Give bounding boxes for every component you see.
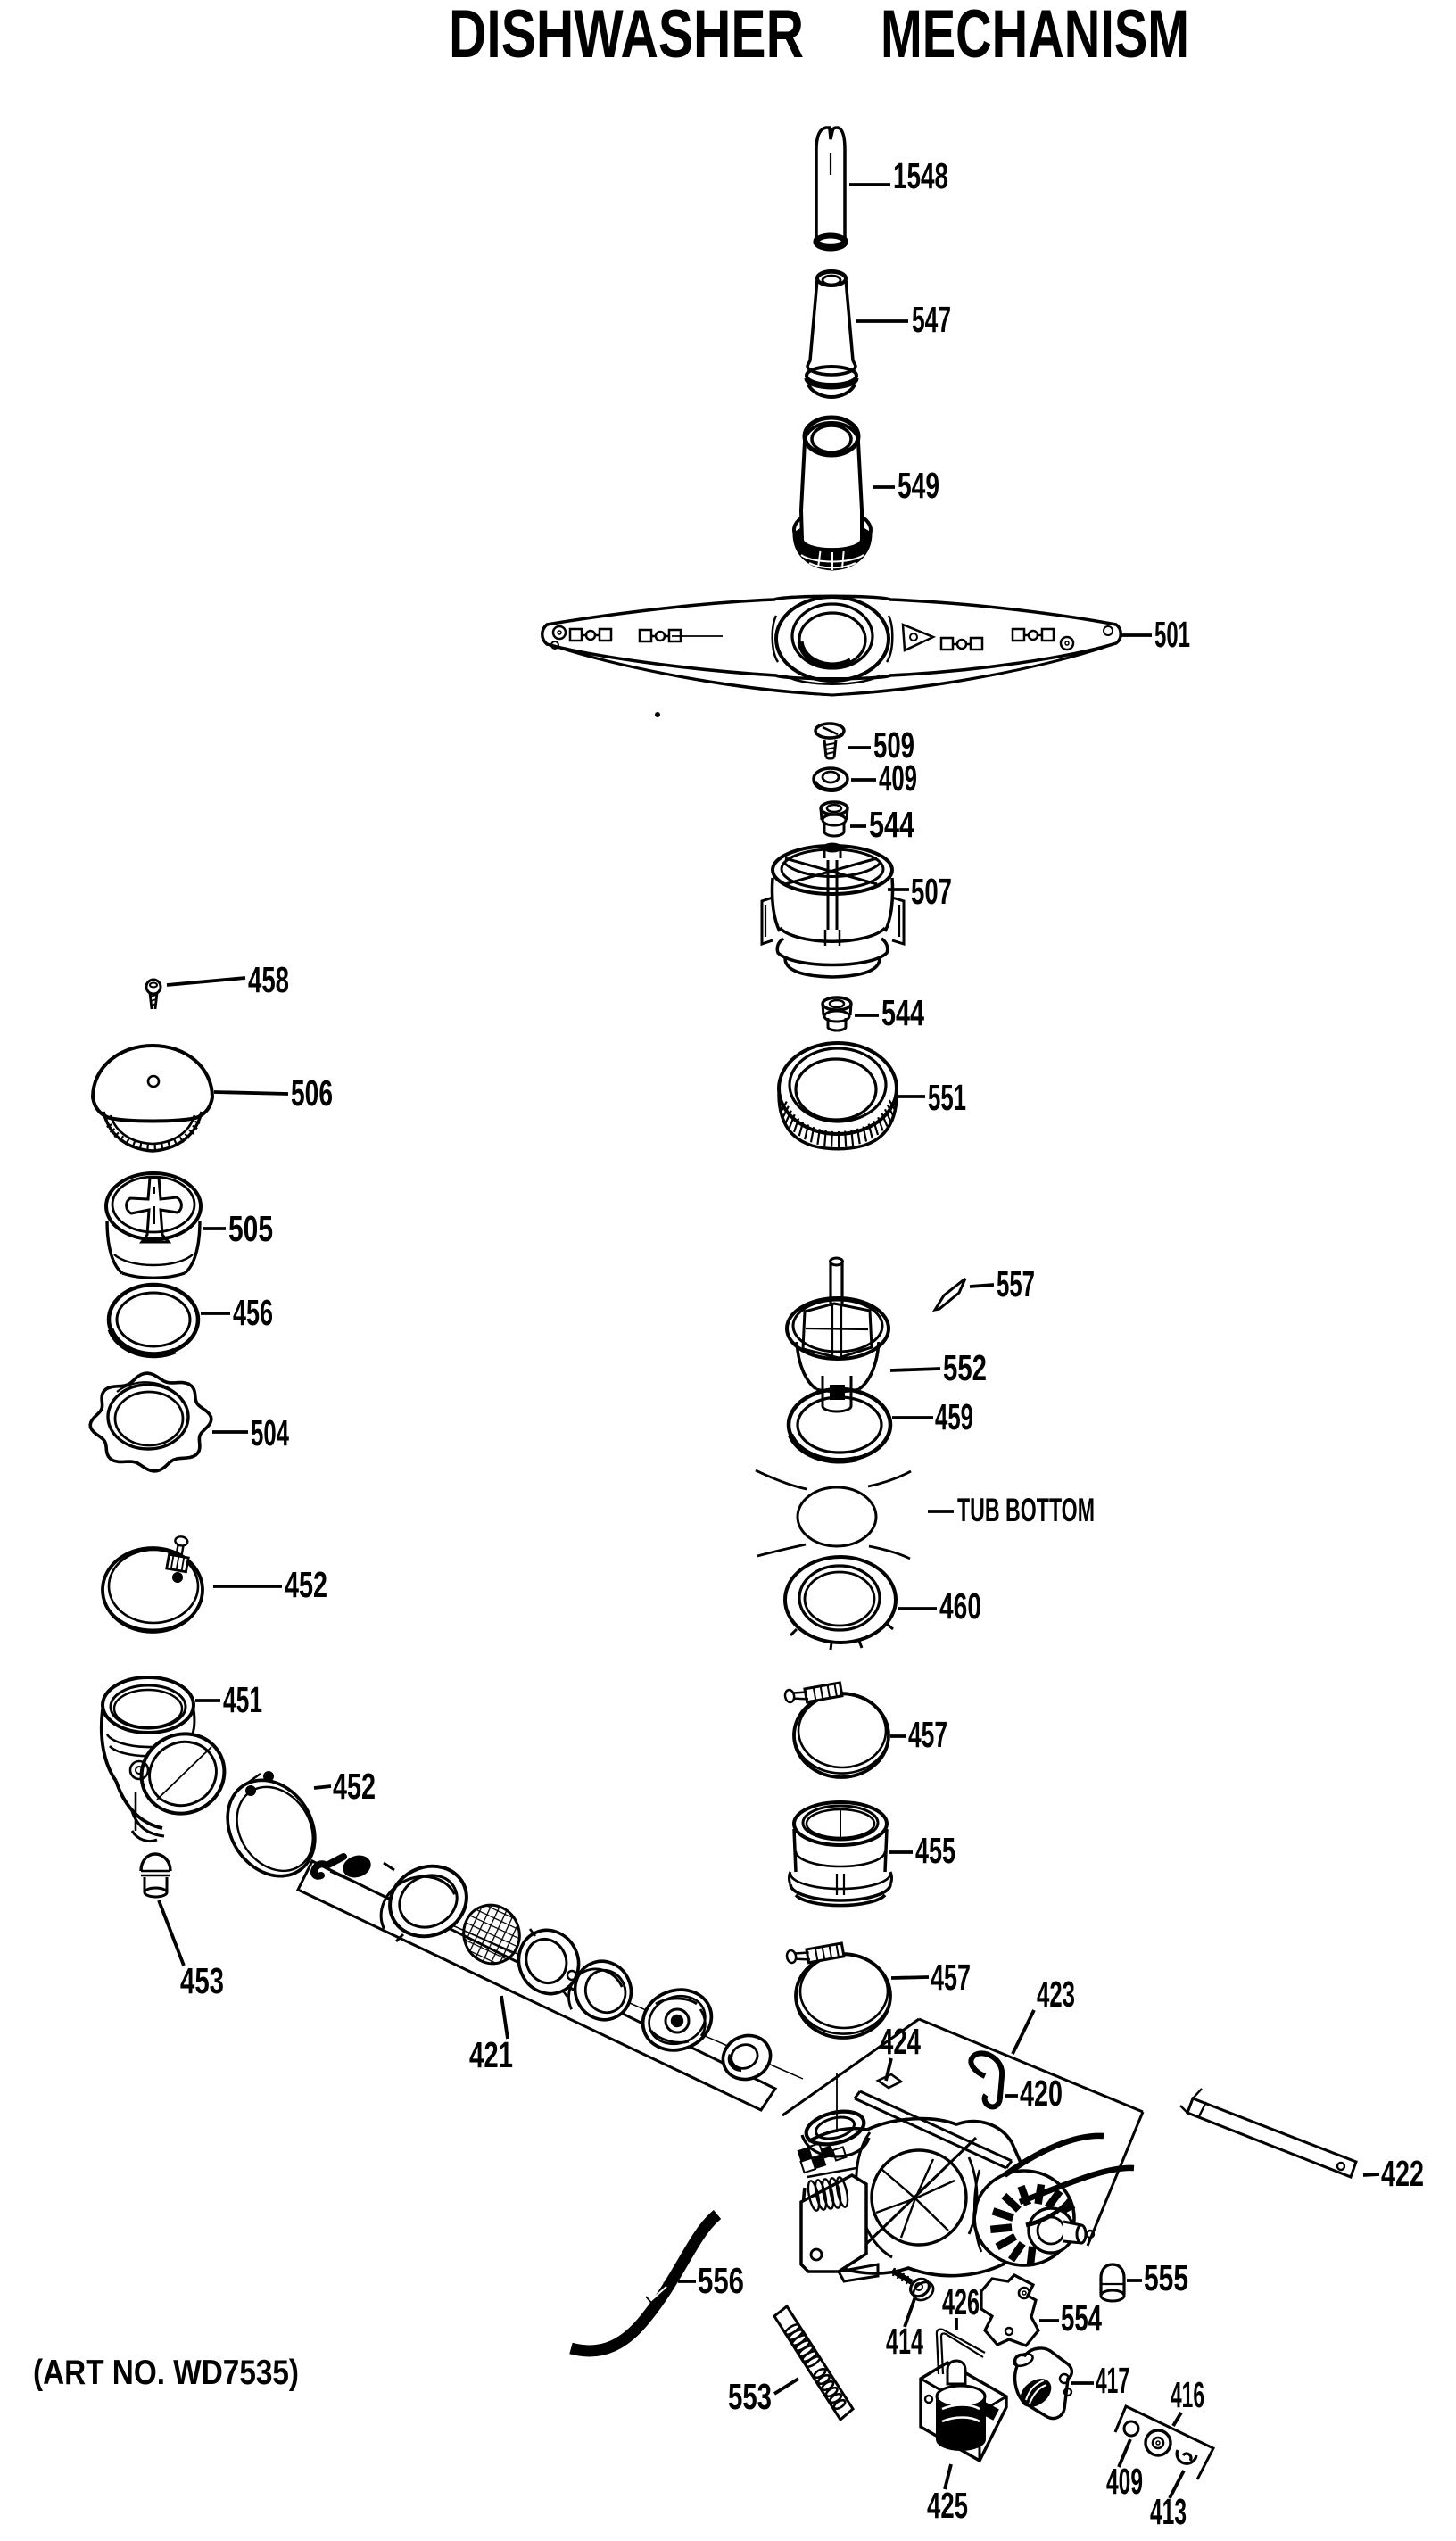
svg-text:557: 557: [997, 1263, 1035, 1304]
svg-text:509: 509: [873, 724, 914, 766]
svg-text:457: 457: [908, 1714, 947, 1755]
svg-text:460: 460: [939, 1585, 981, 1626]
svg-text:423: 423: [1037, 1974, 1075, 2015]
svg-text:501: 501: [1154, 614, 1190, 655]
svg-text:556: 556: [698, 2260, 744, 2301]
svg-text:1548: 1548: [893, 155, 948, 196]
svg-text:409: 409: [1106, 2461, 1143, 2502]
svg-text:414: 414: [886, 2321, 923, 2362]
svg-text:TUB BOTTOM: TUB BOTTOM: [957, 1492, 1095, 1528]
svg-text:457: 457: [931, 1957, 971, 1998]
svg-text:507: 507: [911, 871, 952, 912]
svg-text:(ART NO. WD7535): (ART NO. WD7535): [33, 2354, 299, 2392]
svg-text:451: 451: [223, 1679, 262, 1720]
svg-text:544: 544: [881, 992, 924, 1033]
svg-text:416: 416: [1171, 2374, 1204, 2415]
svg-text:452: 452: [333, 1766, 376, 1807]
svg-text:544: 544: [869, 804, 914, 845]
svg-text:551: 551: [928, 1077, 966, 1118]
svg-text:504: 504: [251, 1412, 289, 1453]
svg-text:421: 421: [469, 2034, 513, 2075]
svg-text:506: 506: [291, 1072, 333, 1113]
svg-text:547: 547: [912, 299, 951, 340]
svg-text:456: 456: [233, 1292, 273, 1333]
svg-text:459: 459: [935, 1396, 973, 1437]
svg-text:DISHWASHER: DISHWASHER: [449, 0, 804, 72]
svg-text:417: 417: [1096, 2360, 1129, 2401]
svg-text:426: 426: [942, 2281, 980, 2322]
svg-text:MECHANISM: MECHANISM: [881, 0, 1189, 72]
svg-text:549: 549: [898, 465, 939, 506]
svg-text:409: 409: [879, 757, 917, 799]
svg-text:553: 553: [728, 2376, 772, 2417]
svg-text:420: 420: [1020, 2073, 1063, 2114]
svg-text:425: 425: [927, 2485, 968, 2526]
svg-text:505: 505: [228, 1208, 273, 1249]
svg-text:453: 453: [180, 1960, 224, 2001]
svg-text:452: 452: [285, 1564, 327, 1605]
svg-text:455: 455: [915, 1830, 956, 1871]
svg-text:458: 458: [248, 959, 289, 1000]
svg-text:422: 422: [1381, 2153, 1424, 2194]
svg-text:413: 413: [1150, 2491, 1187, 2532]
svg-text:554: 554: [1061, 2297, 1102, 2338]
svg-text:552: 552: [943, 1347, 987, 1388]
svg-text:555: 555: [1144, 2257, 1188, 2298]
